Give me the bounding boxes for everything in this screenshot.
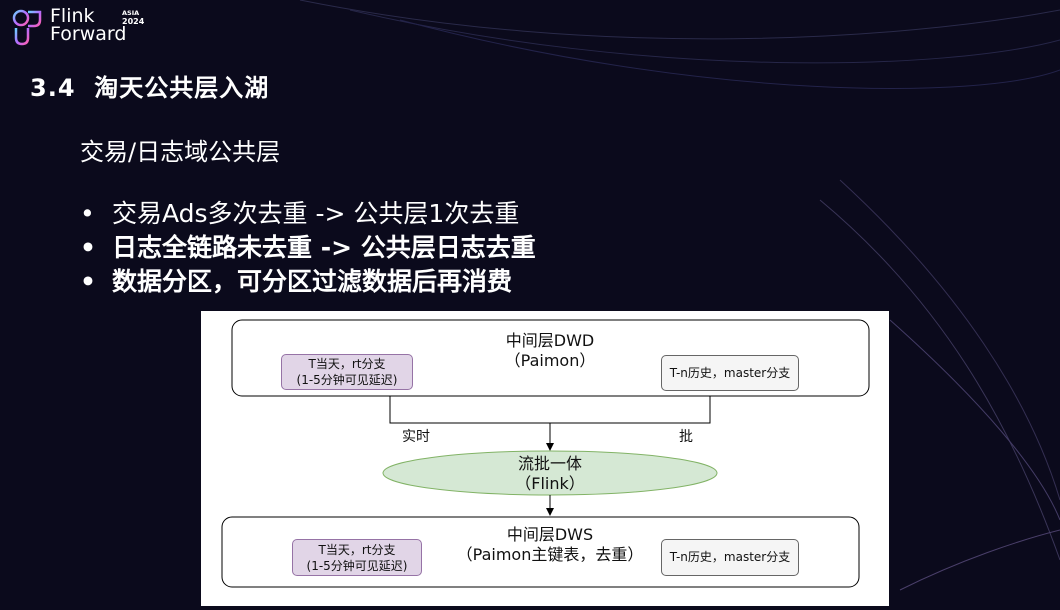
slide-title: 3.4 淘天公共层入湖 <box>30 74 270 102</box>
bullet-text: 交易Ads多次去重 -> 公共层1次去重 <box>112 199 520 228</box>
flink-logo-icon <box>12 9 42 46</box>
flink-label-line-1: 流批一体 <box>517 454 582 473</box>
logo-asia: ASIA <box>122 9 140 17</box>
bullet-item: • 数据分区，可分区过滤数据后再消费 <box>80 265 536 299</box>
flink-label-line-2: （Flink） <box>515 474 585 493</box>
bullet-item: • 日志全链路未去重 -> 公共层日志去重 <box>80 231 536 265</box>
bullet-dot: • <box>80 233 96 262</box>
logo-wordmark: Flink Forward <box>50 5 127 45</box>
logo-line-1: Flink <box>50 5 95 27</box>
dwd-title-line-1: 中间层DWD <box>505 331 595 350</box>
dws-rt-branch-tag: T当天，rt分支 (1-5分钟可见延迟) <box>292 539 422 576</box>
dwd-master-branch-tag: T-n历史，master分支 <box>661 355 799 391</box>
edge-label-realtime: 实时 <box>402 429 430 445</box>
dws-title-line-2: （Paimon主键表，去重） <box>456 545 644 564</box>
tag-line-1: T当天，rt分支 <box>318 543 396 557</box>
architecture-diagram: 中间层DWD （Paimon） T当天，rt分支 (1-5分钟可见延迟) T-n… <box>201 311 889 606</box>
dws-title: 中间层DWS （Paimon主键表，去重） <box>420 525 680 565</box>
logo-year: 2024 <box>122 17 145 26</box>
dwd-title-line-2: （Paimon） <box>504 351 596 370</box>
edge-label-batch: 批 <box>679 429 693 445</box>
bullet-item: • 交易Ads多次去重 -> 公共层1次去重 <box>80 197 536 231</box>
tag-line-2: (1-5分钟可见延迟) <box>296 373 398 387</box>
edge-connector <box>389 396 711 424</box>
bullet-dot: • <box>80 199 95 228</box>
dws-master-branch-tag: T-n历史，master分支 <box>661 539 799 576</box>
tag-line-2: (1-5分钟可见延迟) <box>306 559 408 573</box>
tag-line-1: T当天，rt分支 <box>308 357 386 371</box>
slide-subtitle: 交易/日志域公共层 <box>80 138 281 166</box>
bullet-text: 数据分区，可分区过滤数据后再消费 <box>112 267 513 296</box>
bullet-text: 日志全链路未去重 -> 公共层日志去重 <box>112 233 536 262</box>
bullet-list: • 交易Ads多次去重 -> 公共层1次去重 • 日志全链路未去重 -> 公共层… <box>80 197 536 299</box>
dwd-rt-branch-tag: T当天，rt分支 (1-5分钟可见延迟) <box>281 354 413 390</box>
bullet-dot: • <box>80 267 96 296</box>
dws-title-line-1: 中间层DWS <box>506 525 594 544</box>
dwd-title: 中间层DWD （Paimon） <box>450 331 650 371</box>
logo-line-2: Forward <box>50 23 127 45</box>
flink-forward-logo: Flink Forward ASIA 2024 <box>12 5 145 46</box>
flink-label: 流批一体 （Flink） <box>450 454 650 494</box>
